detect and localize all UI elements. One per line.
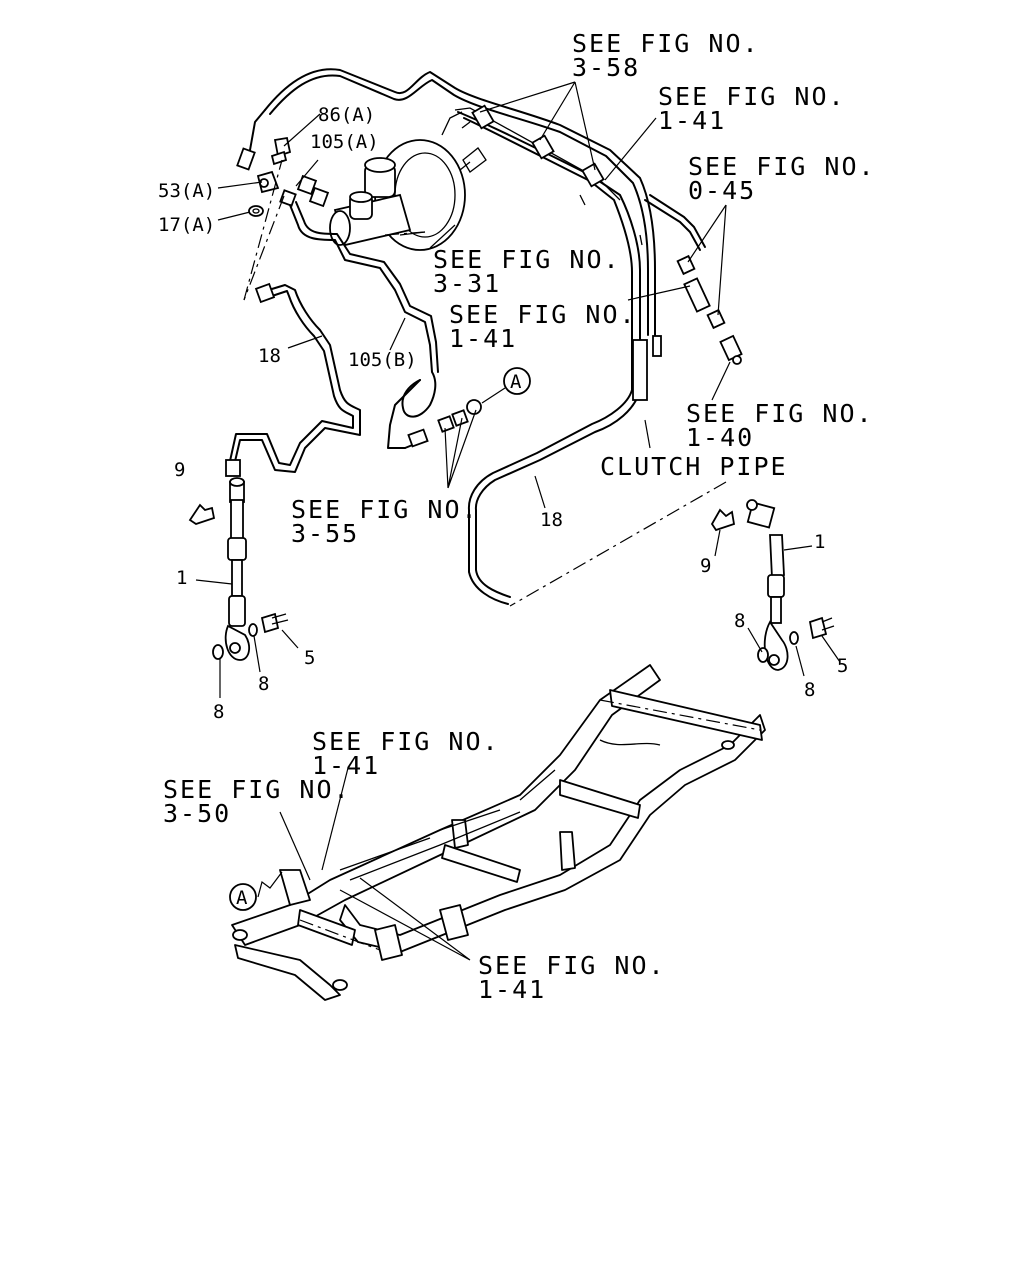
ref-label-3-58-line1: SEE FIG NO. [572,29,760,58]
part-label-53a: 53(A) [158,180,215,202]
part-label-8-right-b: 8 [804,679,815,701]
clutch-pipe-label: CLUTCH PIPE [600,452,788,481]
part-label-105b: 105(B) [348,349,417,371]
flex-hose-1-right [710,499,835,671]
callout-a-bottom: A [229,883,257,911]
part-label-18-left: 18 [258,345,281,367]
ref-label-3-31-line2: 3-31 [433,269,501,298]
phantom-lines [243,159,727,607]
ref-label-1-41-b-line1: SEE FIG NO. [449,300,637,329]
ref-label-1-40-line2: 1-40 [686,423,754,452]
ref-label-3-50-line2: 3-50 [163,799,231,828]
part-number-labels: 86(A) 105(A) 53(A) 17(A) 18 105(B) 18 9 … [158,104,848,723]
part-label-1-right: 1 [814,531,825,553]
part-label-17a: 17(A) [158,214,215,236]
ref-label-3-50-line1: SEE FIG NO. [163,775,351,804]
chassis-frame [231,664,766,1001]
ref-label-0-45-line2: 0-45 [688,176,756,205]
callout-a-top: A [503,367,531,395]
ref-label-1-40-line1: SEE FIG NO. [686,399,874,428]
ref-label-3-58-line2: 3-58 [572,53,640,82]
ref-label-3-55-line1: SEE FIG NO. [291,495,479,524]
part-label-8-right-a: 8 [734,610,745,632]
part-label-86a: 86(A) [318,104,375,126]
master-cylinder-booster [329,139,487,251]
part-label-18-right: 18 [540,509,563,531]
part-label-5-right: 5 [837,655,848,677]
ref-label-3-55-line2: 3-55 [291,519,359,548]
callout-a-bottom-letter: A [236,887,248,909]
part-label-8-left-a: 8 [258,673,269,695]
ref-label-1-41-d-line1: SEE FIG NO. [478,951,666,980]
part-label-5-left: 5 [304,647,315,669]
ref-label-1-41-b-line2: 1-41 [449,324,517,353]
part-label-1-left: 1 [176,567,187,589]
upper-pipe-bundle [264,68,706,605]
fitting-cluster [236,109,482,449]
ref-label-1-41-a-line1: SEE FIG NO. [658,82,846,111]
part-label-105a: 105(A) [310,131,379,153]
clutch-pipe-18-left [225,282,361,477]
flex-hose-1-left [188,477,289,661]
ref-label-1-41-c-line1: SEE FIG NO. [312,727,500,756]
part-label-8-left-b: 8 [213,701,224,723]
leader-lines [195,81,841,961]
callout-a-top-letter: A [510,371,522,393]
ref-label-1-41-d-line2: 1-41 [478,975,546,1004]
reference-labels: SEE FIG NO. 3-58 SEE FIG NO. 1-41 SEE FI… [163,29,876,1004]
ref-label-0-45-line1: SEE FIG NO. [688,152,876,181]
ref-label-1-41-a-line2: 1-41 [658,106,726,135]
ref-label-3-31-line1: SEE FIG NO. [433,245,621,274]
part-label-9-left: 9 [174,459,185,481]
ref-label-1-41-c-line2: 1-41 [312,751,380,780]
right-fitting-stack [676,254,743,365]
part-label-9-right: 9 [700,555,711,577]
